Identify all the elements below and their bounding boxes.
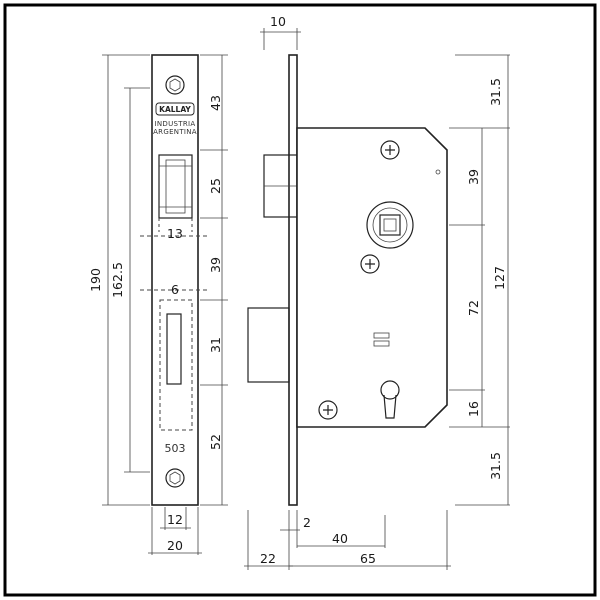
dim-right-16: 16: [466, 401, 481, 417]
dim-seg-43: 43: [208, 95, 223, 111]
dim-seg-31: 31: [208, 337, 223, 353]
dim-bottom-40: 40: [332, 531, 348, 546]
keyhole-top: [380, 380, 400, 400]
faceplate-view: KALLAY INDUSTRIA ARGENTINA 503: [140, 54, 210, 506]
dim-right-bottom: 31.5: [488, 452, 503, 480]
dim-faceplate-inner: 12: [167, 512, 183, 527]
top-dimensions: 10: [260, 14, 301, 50]
dim-seg-25: 25: [208, 178, 223, 194]
side-view: [247, 54, 448, 506]
dim-right-72: 72: [466, 300, 481, 316]
dim-right-top: 31.5: [488, 78, 503, 106]
dim-screw-spacing: 162.5: [110, 262, 125, 298]
left-dimensions: 190 162.5 43 25 39 31 52 13 6 12 20: [88, 54, 228, 555]
case-screw-top: [380, 140, 400, 160]
brand-line-1: INDUSTRIA: [155, 120, 196, 128]
dim-bolt-width: 6: [171, 282, 179, 297]
case-screw-middle: [360, 254, 380, 274]
dim-bottom-65: 65: [360, 551, 376, 566]
dim-seg-39: 39: [208, 257, 223, 273]
latch-tongue: [165, 159, 186, 214]
dim-bottom-2: 2: [303, 515, 311, 530]
dim-faceplate-width: 20: [167, 538, 183, 553]
top-screw-hex-icon: [169, 78, 181, 92]
keyhole-bottom: [383, 394, 397, 419]
follower-outer: [366, 201, 414, 249]
outer-frame: [3, 3, 597, 597]
latch-opening: [158, 154, 193, 219]
model-number: 503: [165, 442, 186, 455]
brand-line-2: ARGENTINA: [153, 128, 197, 136]
right-dimensions: 31.5 39 127 72 16 31.5: [449, 54, 510, 506]
case-screw-bottom: [318, 400, 338, 420]
lock-case: [296, 127, 448, 428]
dim-backset-top: 10: [270, 14, 286, 29]
top-screw: [165, 75, 185, 95]
dim-right-39: 39: [466, 169, 481, 185]
bottom-screw: [165, 468, 185, 488]
dim-right-127: 127: [492, 266, 507, 290]
brand-logo: [155, 102, 195, 116]
bottom-screw-hex-icon: [169, 471, 181, 485]
bolt-opening: [166, 313, 182, 385]
side-faceplate: [288, 54, 298, 506]
bottom-dimensions: 2 40 22 65: [244, 510, 451, 570]
dim-seg-52: 52: [208, 434, 223, 450]
dim-total-height: 190: [88, 268, 103, 292]
follower-square: [379, 214, 401, 236]
dim-bottom-22: 22: [260, 551, 276, 566]
dead-bolt: [247, 307, 290, 383]
dim-latch-width: 13: [167, 226, 183, 241]
brand-logo-text: KALLAY: [159, 105, 191, 114]
bolt-body-dashed: [159, 299, 193, 431]
